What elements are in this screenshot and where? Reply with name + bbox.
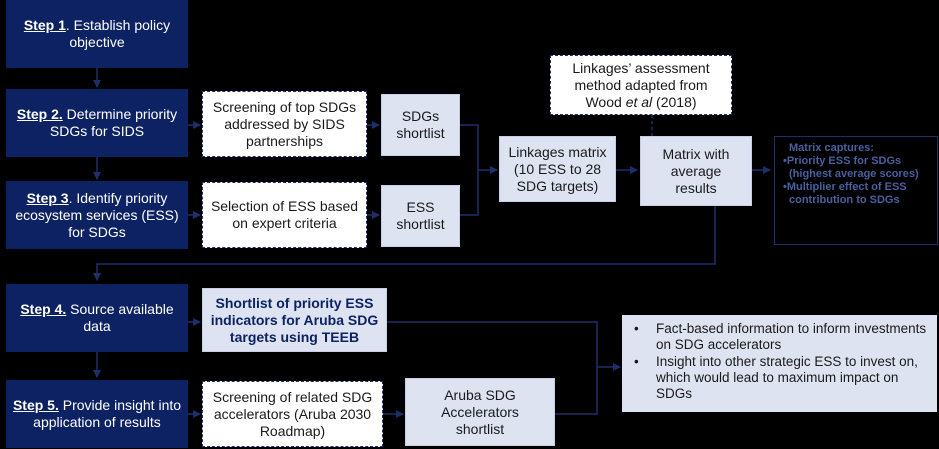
- matrix-captures-bullet: •Priority ESS for SDGs (highest average …: [783, 155, 919, 180]
- matrix-captures-note: Matrix captures: •Priority ESS for SDGs …: [774, 136, 938, 245]
- screening-sdgs-box: Screening of top SDGs addressed by SIDS …: [202, 91, 367, 157]
- step-text: . Identify priority ecosystem services (…: [15, 189, 179, 240]
- matrix-captures-heading: Matrix captures:: [789, 142, 874, 154]
- step-text: . Establish policy objective: [65, 17, 171, 50]
- sdgs-shortlist-box: SDGs shortlist: [381, 94, 460, 156]
- step-number: Step 1: [23, 17, 66, 33]
- step-number: Step 5.: [12, 397, 59, 413]
- step-number: Step 2.: [16, 106, 63, 122]
- step-3-box: Step 3. Identify priority ecosystem serv…: [6, 181, 188, 249]
- step-number: Step 3: [26, 189, 69, 206]
- assessment-method-box: Linkages’ assessment method adapted from…: [550, 55, 732, 115]
- step-4-box: Step 4. Source available data: [6, 284, 188, 352]
- facts-item: Insight into other strategic ESS to inve…: [634, 354, 927, 402]
- shortlist-indicators-box: Shortlist of priority ESS indicators for…: [202, 288, 387, 352]
- step-text: Determine priority SDGs for SIDS: [49, 106, 178, 139]
- facts-item: Fact-based information to inform investm…: [634, 321, 927, 353]
- assessment-year: (2018): [652, 93, 697, 110]
- ess-shortlist-box: ESS shortlist: [381, 185, 460, 247]
- step-5-box: Step 5. Provide insight into application…: [6, 380, 188, 448]
- step-2-box: Step 2. Determine priority SDGs for SIDS: [6, 89, 188, 157]
- screening-accelerators-box: Screening of related SDG accelerators (A…: [202, 381, 383, 447]
- linkages-matrix-box: Linkages matrix (10 ESS to 28 SDG target…: [499, 136, 616, 202]
- matrix-captures-bullet: •Multiplier effect of ESS contribution t…: [783, 181, 907, 206]
- step-text: Provide insight into application of resu…: [33, 397, 182, 430]
- assessment-italic: et al: [625, 93, 653, 110]
- selection-ess-box: Selection of ESS based on expert criteri…: [202, 182, 367, 248]
- step-1-box: Step 1. Establish policy objective: [6, 0, 188, 68]
- assessment-text: Linkages’ assessment method adapted from…: [572, 59, 710, 110]
- aruba-shortlist-box: Aruba SDG Accelerators shortlist: [405, 378, 555, 446]
- facts-box: Fact-based information to inform investm…: [622, 315, 937, 412]
- step-number: Step 4.: [20, 301, 67, 317]
- matrix-average-box: Matrix with average results: [640, 136, 752, 206]
- step-text: Source available data: [66, 301, 174, 334]
